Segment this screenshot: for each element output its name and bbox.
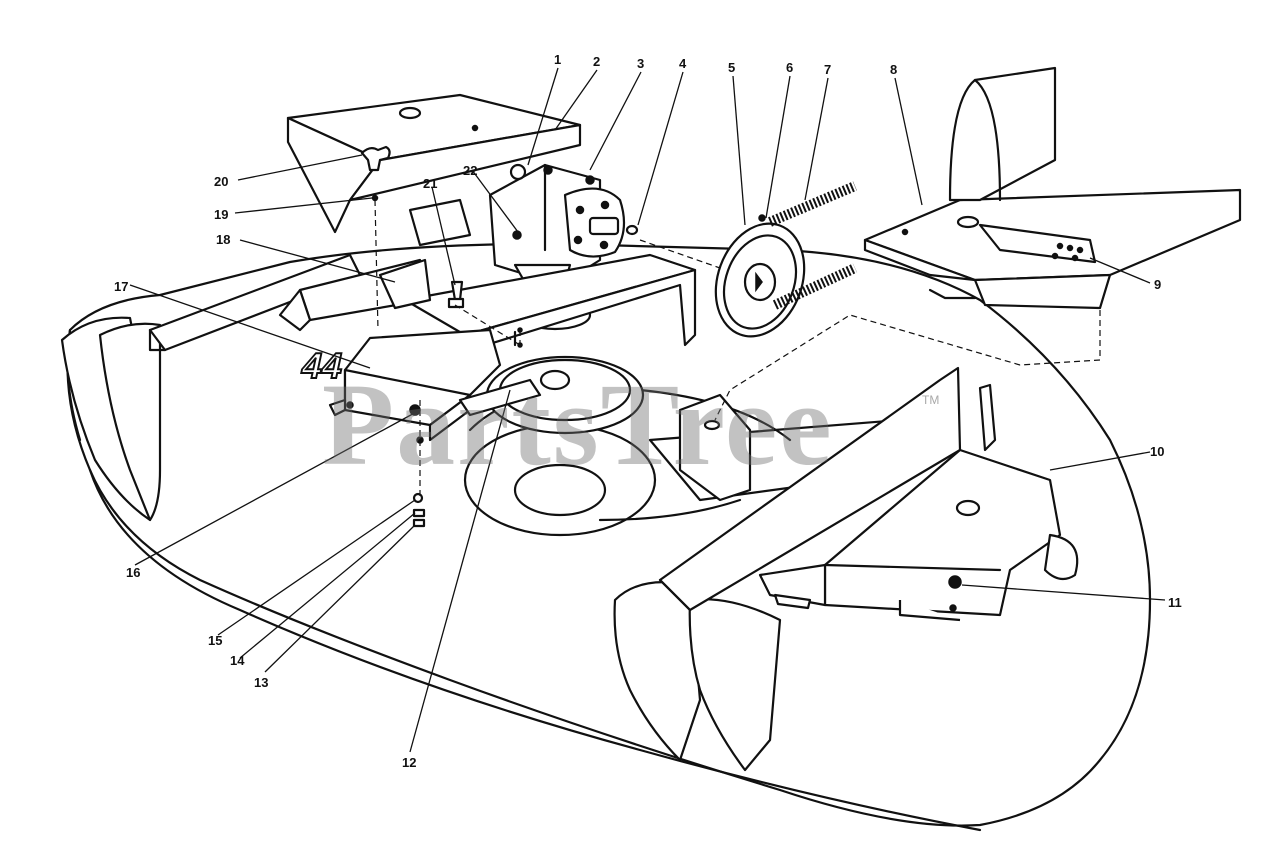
callout-22: 22 [463,163,477,178]
callout-18: 18 [216,232,230,247]
callout-21: 21 [423,176,437,191]
callout-14: 14 [230,653,245,668]
spindle-pulley-part-12 [458,355,645,435]
callout-16: 16 [126,565,140,580]
deck-number-plate-part-17: 44 [297,328,502,444]
callout-15: 15 [208,633,222,648]
callout-labels: 1 2 3 4 5 6 7 8 9 10 11 12 13 14 15 16 1… [114,52,1182,770]
hardware [360,145,523,528]
callout-20: 20 [214,174,228,189]
callout-3: 3 [637,56,644,71]
mower-deck [60,242,1152,832]
leader-lines [129,67,1166,753]
callout-12: 12 [402,755,416,770]
callout-2: 2 [593,54,600,69]
top-cover-part-2 [286,93,582,234]
callout-17: 17 [114,279,128,294]
wing-nut-part-20 [360,145,391,172]
callout-1: 1 [554,52,561,67]
side-shield-part-10 [758,448,1079,622]
callout-19: 19 [214,207,228,222]
callout-10: 10 [1150,444,1164,459]
watermark-text: PartsTree [322,359,834,490]
watermark-trademark: TM [922,393,939,407]
key-part-4 [625,224,639,236]
assembly-lines [374,199,1101,500]
center-bracket [678,393,752,502]
callout-11: 11 [1168,595,1182,610]
callout-5: 5 [728,60,735,75]
callout-4: 4 [679,56,687,71]
pulley-part-5-6 [714,214,806,338]
belt-cover-part-8 [863,66,1242,310]
callout-7: 7 [824,62,831,77]
v-belt-part-7 [768,181,858,310]
callout-8: 8 [890,62,897,77]
callout-13: 13 [254,675,268,690]
bolt-part-21 [450,280,464,302]
callout-6: 6 [786,60,793,75]
callout-9: 9 [1154,277,1161,292]
